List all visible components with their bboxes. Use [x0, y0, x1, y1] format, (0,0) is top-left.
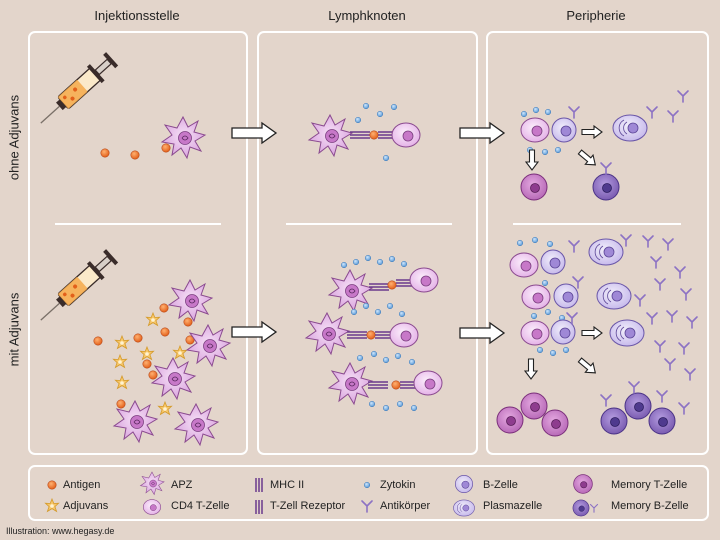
plasma-cell	[609, 319, 645, 347]
arrow-icon	[525, 149, 539, 171]
t-cell	[521, 284, 551, 310]
memory-t-cell	[520, 392, 548, 420]
apz-cell	[186, 324, 231, 367]
legend-label-apz: APZ	[171, 479, 193, 491]
arrow-icon	[581, 125, 603, 139]
legend-label-cd4-t-cell: CD4 T-Zelle	[171, 500, 230, 512]
memory-t-cell	[496, 406, 524, 434]
t-cell	[389, 322, 419, 348]
panel-injection-site	[28, 31, 248, 455]
arrow-icon	[459, 122, 505, 144]
antigen-mark	[100, 148, 110, 158]
apz-cell	[328, 362, 373, 405]
column-title-lymph-node: Lymphknoten	[328, 8, 406, 23]
plasma-cell	[596, 282, 632, 310]
antigen-mark	[369, 130, 379, 140]
b-cell	[553, 283, 579, 309]
memory-b-cell	[648, 407, 676, 435]
b-cell	[540, 249, 566, 275]
legend-label-memory-t-cell: Memory T-Zelle	[611, 479, 688, 491]
panel-periphery	[486, 31, 709, 455]
apz-cell	[151, 357, 196, 400]
memory-b-cell	[624, 392, 652, 420]
memory-t-cell	[541, 409, 569, 437]
t-cell	[520, 117, 550, 143]
apz-cell	[174, 403, 219, 446]
legend-label-mhc-ii: MHC II	[270, 479, 305, 491]
memory-b-cell	[600, 407, 628, 435]
legend-label-t-cell-receptor: T-Zell Rezeptor	[270, 500, 346, 512]
arrow-icon	[231, 122, 277, 144]
legend-label-b-cell: B-Zelle	[483, 479, 518, 491]
syringe-icon-row1	[32, 50, 121, 132]
legend	[28, 465, 709, 521]
illustration-credit: Illustration: www.hegasy.de	[6, 526, 115, 536]
apz-cell	[308, 114, 353, 157]
apz-cell	[305, 312, 350, 355]
column-title-periphery: Peripherie	[566, 8, 626, 23]
legend-label-cytokine: Zytokin	[380, 479, 416, 491]
legend-label-memory-b-cell: Memory B-Zelle	[611, 500, 689, 512]
t-cell	[509, 252, 539, 278]
t-cell	[413, 370, 443, 396]
panel-lymph-node	[257, 31, 478, 455]
antigen-mark	[161, 143, 171, 153]
syringe-icon-row2	[32, 247, 121, 329]
legend-t-cell-receptor-icon	[255, 500, 263, 514]
arrow-icon	[231, 321, 277, 343]
legend-label-plasma-cell: Plasmazelle	[483, 500, 543, 512]
memory-t-cell	[520, 173, 548, 201]
row-divider-periphery	[513, 223, 681, 225]
column-title-injection-site: Injektionsstelle	[94, 8, 180, 23]
t-cell	[409, 267, 439, 293]
plasma-cell	[588, 238, 624, 266]
legend-label-antibody: Antikörper	[380, 500, 431, 512]
t-cell	[520, 320, 550, 346]
row-divider-injection	[55, 223, 221, 225]
apz-cell	[168, 279, 213, 322]
arrow-icon	[575, 354, 600, 379]
legend-label-adjuvans: Adjuvans	[63, 500, 109, 512]
b-cell	[551, 117, 577, 143]
arrow-icon	[581, 326, 603, 340]
apz-cell	[161, 116, 206, 159]
plasma-cell	[612, 114, 648, 142]
arrow-icon	[459, 322, 505, 344]
t-cell	[391, 122, 421, 148]
legend-label-antigen: Antigen	[63, 479, 101, 491]
memory-b-cell	[592, 173, 620, 201]
arrow-icon	[575, 146, 600, 171]
arrow-icon	[524, 358, 538, 380]
row-divider-lymph	[286, 223, 452, 225]
antigen-mark	[130, 150, 140, 160]
legend-mhc-ii-icon	[255, 478, 263, 492]
